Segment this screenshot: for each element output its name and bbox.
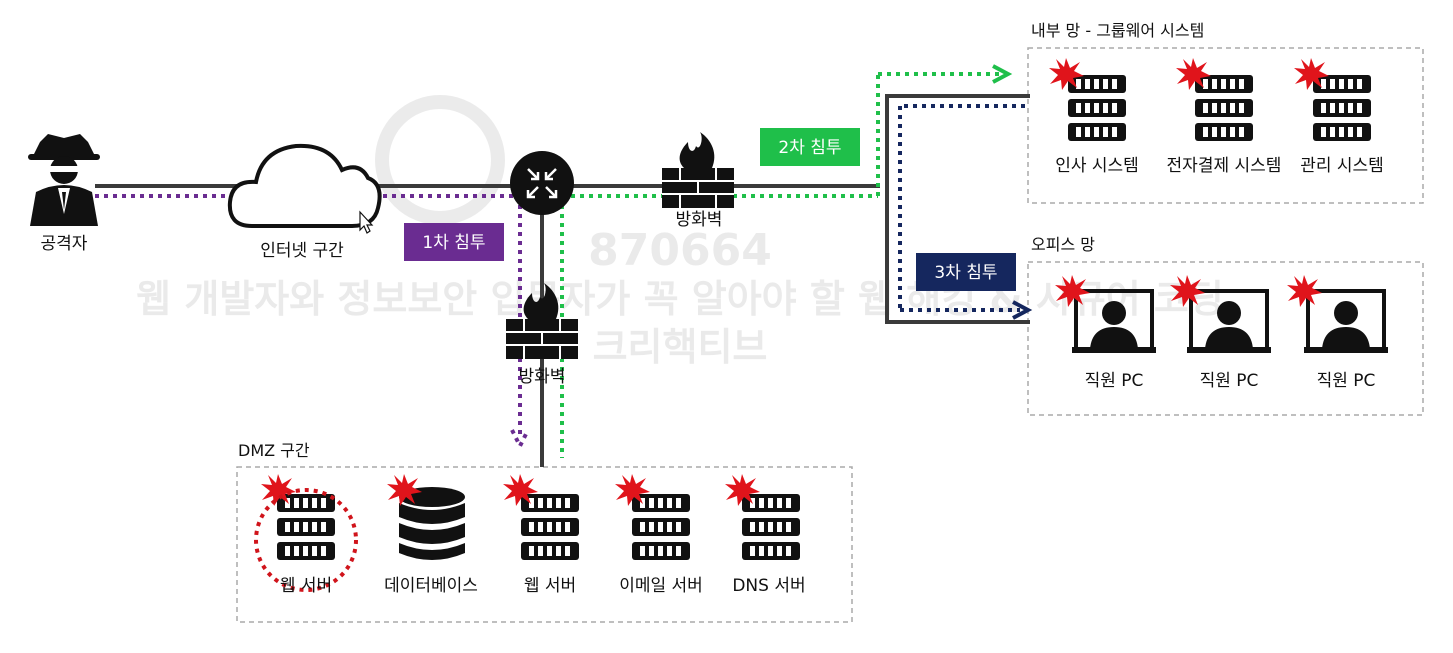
internal-item-label: 전자결제 시스템 xyxy=(1167,156,1282,176)
stage-2-badge xyxy=(760,128,860,166)
server-icon xyxy=(742,494,800,560)
attacker-icon xyxy=(28,134,100,226)
stage-3-label: 3차 침투 xyxy=(934,263,997,283)
stage-2-label: 2차 침투 xyxy=(778,138,841,158)
dmz-title: DMZ 구간 xyxy=(238,441,310,460)
internal-net-box xyxy=(1027,47,1424,204)
firewall-top-icon xyxy=(661,131,735,209)
dmz-box xyxy=(236,466,853,623)
stage-3-badge xyxy=(916,253,1016,291)
attack-path-1 xyxy=(95,194,530,451)
office-net-title: 오피스 망 xyxy=(1031,235,1095,254)
highlight-ring xyxy=(254,488,358,592)
dmz-item-label: 이메일 서버 xyxy=(619,576,703,596)
dmz-item-label: 데이터베이스 xyxy=(384,576,478,596)
server-icon xyxy=(632,494,690,560)
router-icon xyxy=(510,151,574,215)
attack-path-2 xyxy=(560,64,1013,458)
server-icon xyxy=(277,494,335,560)
office-item-label: 직원 PC xyxy=(1085,371,1144,391)
internal-item-label: 인사 시스템 xyxy=(1055,156,1139,176)
office-item-label: 직원 PC xyxy=(1200,371,1259,391)
watermark-number: 870664 xyxy=(588,225,772,276)
office-item-label: 직원 PC xyxy=(1317,371,1376,391)
server-icon xyxy=(1068,75,1126,141)
watermark-line2: 크리핵티브 xyxy=(593,325,768,369)
firewall-mid-label: 방화벽 xyxy=(519,367,566,387)
server-icon xyxy=(521,494,579,560)
dmz-item-label: 웹 서버 xyxy=(524,576,576,596)
server-icon xyxy=(1313,75,1371,141)
attack-path-3 xyxy=(898,104,1033,320)
pc-icon xyxy=(1302,289,1390,355)
server-icon xyxy=(1195,75,1253,141)
internet-cloud-icon xyxy=(227,143,382,228)
internet-label: 인터넷 구간 xyxy=(260,241,344,261)
internal-net-title: 내부 망 - 그룹웨어 시스템 xyxy=(1031,21,1204,40)
dmz-item-label: 웹 서버 xyxy=(280,576,332,596)
watermark-line1: 웹 개발자와 정보보안 입문자가 꼭 알아야 할 웹 해킹 & 시큐어 코딩 xyxy=(136,277,1224,321)
watermark: 870664 웹 개발자와 정보보안 입문자가 꼭 알아야 할 웹 해킹 & 시… xyxy=(136,95,1224,369)
stage-1-badge xyxy=(404,223,504,261)
stage-1-label: 1차 침투 xyxy=(422,233,485,253)
compromised-burst-icon xyxy=(1287,275,1322,307)
internal-item-label: 관리 시스템 xyxy=(1300,156,1384,176)
office-net-box xyxy=(1027,261,1424,416)
firewall-top-label: 방화벽 xyxy=(676,210,723,230)
attacker-label: 공격자 xyxy=(41,234,88,254)
mouse-cursor-icon xyxy=(359,210,374,234)
dmz-item-label: DNS 서버 xyxy=(732,576,805,596)
